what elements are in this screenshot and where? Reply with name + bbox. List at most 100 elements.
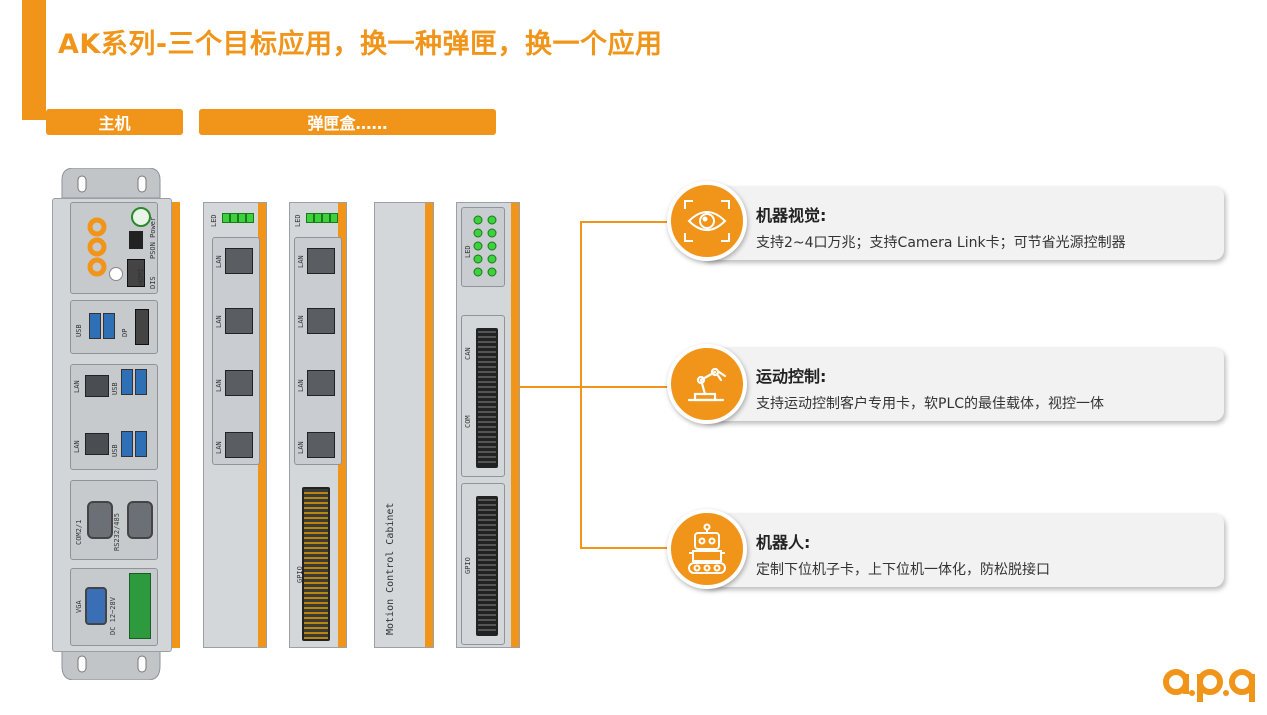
lan-port[interactable]: [85, 433, 109, 455]
card-desc: 支持运动控制客户专用卡，软PLC的最佳载体，视控一体: [756, 396, 1105, 412]
card-title: 机器视觉:: [756, 206, 827, 225]
led-label: LED: [210, 214, 218, 227]
application-card-vision: 机器视觉: 支持2~4口万兆；支持Camera Link卡；可节省光源控制器: [700, 186, 1224, 260]
usb-label: USB: [111, 382, 119, 395]
lan-label: LAN: [297, 255, 305, 268]
lan-label: LAN: [215, 315, 223, 328]
lan-port[interactable]: [225, 248, 253, 274]
motion-control-label: Motion Control Cabinet: [385, 502, 396, 635]
gpio-panel: GPIO: [461, 483, 505, 645]
led-indicator: [330, 213, 338, 223]
usb-dp-panel: USB DP: [70, 300, 158, 354]
lan-port[interactable]: [85, 375, 109, 397]
host-device: PSON Power HDMI DIS USB DP LAN USB LAN U…: [52, 168, 180, 680]
apq-logo-icon: [87, 217, 107, 277]
module-stripe: [338, 203, 346, 647]
com-label: COM2/1: [75, 519, 83, 545]
connector-line: [580, 547, 672, 549]
lan-label: LAN: [297, 315, 305, 328]
can-label: CAN: [464, 347, 472, 360]
usb-port[interactable]: [103, 313, 115, 339]
connector-line: [580, 386, 672, 388]
connector-line: [580, 221, 672, 223]
rs232-port[interactable]: [127, 501, 153, 539]
vga-label: VGA: [75, 600, 83, 613]
usb-port[interactable]: [121, 369, 133, 395]
module-stripe: [425, 203, 433, 647]
lan-panel: LAN LAN LAN LAN: [212, 237, 260, 465]
dc-label: DC 12~28V: [109, 597, 117, 635]
application-card-motion: 运动控制: 支持运动控制客户专用卡，软PLC的最佳载体，视控一体: [700, 347, 1224, 421]
power-label: PSON Power: [149, 216, 157, 259]
lan-port[interactable]: [225, 432, 253, 458]
led-matrix: [473, 215, 497, 277]
vga-dc-panel: VGA DC 12~28V: [70, 568, 158, 646]
led-indicator: [230, 213, 238, 223]
lan-label: LAN: [73, 440, 81, 453]
com-panel: COM2/1 RS232/485: [70, 480, 158, 560]
led-indicator: [322, 213, 330, 223]
hdmi-port[interactable]: [127, 259, 145, 287]
led-indicator: [306, 213, 314, 223]
module-lan-gpio: LED LAN LAN LAN LAN GPIO: [289, 202, 347, 648]
usb-port[interactable]: [135, 431, 147, 457]
lan-panel: LAN LAN LAN LAN: [294, 237, 342, 465]
dip-switch[interactable]: [129, 231, 143, 249]
led-indicator: [238, 213, 246, 223]
lan-label: LAN: [297, 441, 305, 454]
lan-port[interactable]: [307, 370, 335, 396]
usb-label: USB: [75, 324, 83, 337]
usb-port[interactable]: [121, 431, 133, 457]
can-com-panel: CAN COM: [461, 315, 505, 477]
eye-icon: [667, 181, 747, 261]
can-com-connector[interactable]: [476, 328, 498, 468]
led-label: LED: [294, 214, 302, 227]
robot-arm-icon: [667, 344, 747, 424]
vga-port[interactable]: [85, 587, 107, 625]
led-panel: LED: [461, 207, 505, 287]
accent-bar: [22, 0, 46, 120]
usb-port[interactable]: [135, 369, 147, 395]
host-top-panel: PSON Power HDMI DIS: [70, 202, 158, 294]
usb-port[interactable]: [89, 313, 101, 339]
com-label: COM: [464, 415, 472, 428]
application-card-robot: 机器人: 定制下位机子卡，上下位机一体化，防松脱接口: [700, 513, 1224, 587]
host-orange-stripe: [172, 202, 180, 648]
host-label-pill: 主机: [46, 109, 183, 135]
led-indicator: [222, 213, 230, 223]
lan-label: LAN: [215, 255, 223, 268]
led-indicator: [246, 213, 254, 223]
lan-port[interactable]: [307, 308, 335, 334]
gpio-connector[interactable]: [476, 496, 498, 636]
power-button[interactable]: [131, 207, 151, 227]
connector-line: [518, 386, 582, 388]
gpio-label: GPIO: [464, 557, 472, 574]
lan-port[interactable]: [225, 370, 253, 396]
apq-footer-logo: [1163, 669, 1255, 702]
dp-label: DP: [121, 328, 129, 337]
com-port[interactable]: [87, 501, 113, 539]
lan-port[interactable]: [225, 308, 253, 334]
lan-label: LAN: [215, 379, 223, 392]
rs-label: RS232/485: [113, 513, 121, 551]
robot-icon: [667, 509, 747, 589]
dp-port[interactable]: [135, 309, 149, 345]
module-stripe: [511, 203, 519, 647]
gpio-connector[interactable]: [302, 487, 330, 641]
switch-label: DIS: [149, 276, 157, 289]
dc-terminal[interactable]: [129, 573, 151, 639]
lan-port[interactable]: [307, 248, 335, 274]
module-stripe: [258, 203, 266, 647]
module-lan-4: LED LAN LAN LAN LAN: [203, 202, 267, 648]
lan-label: LAN: [297, 379, 305, 392]
lan-label: LAN: [73, 380, 81, 393]
module-motion-control: Motion Control Cabinet: [374, 202, 434, 648]
card-desc: 支持2~4口万兆；支持Camera Link卡；可节省光源控制器: [756, 235, 1126, 251]
host-mounting-flange: [61, 168, 161, 680]
page-title: AK系列-三个目标应用，换一种弹匣，换一个应用: [58, 29, 663, 60]
usb-label: USB: [111, 444, 119, 457]
led-indicator: [314, 213, 322, 223]
reset-button[interactable]: [109, 267, 123, 281]
cartridge-label-pill: 弹匣盒……: [199, 109, 496, 135]
lan-port[interactable]: [307, 432, 335, 458]
